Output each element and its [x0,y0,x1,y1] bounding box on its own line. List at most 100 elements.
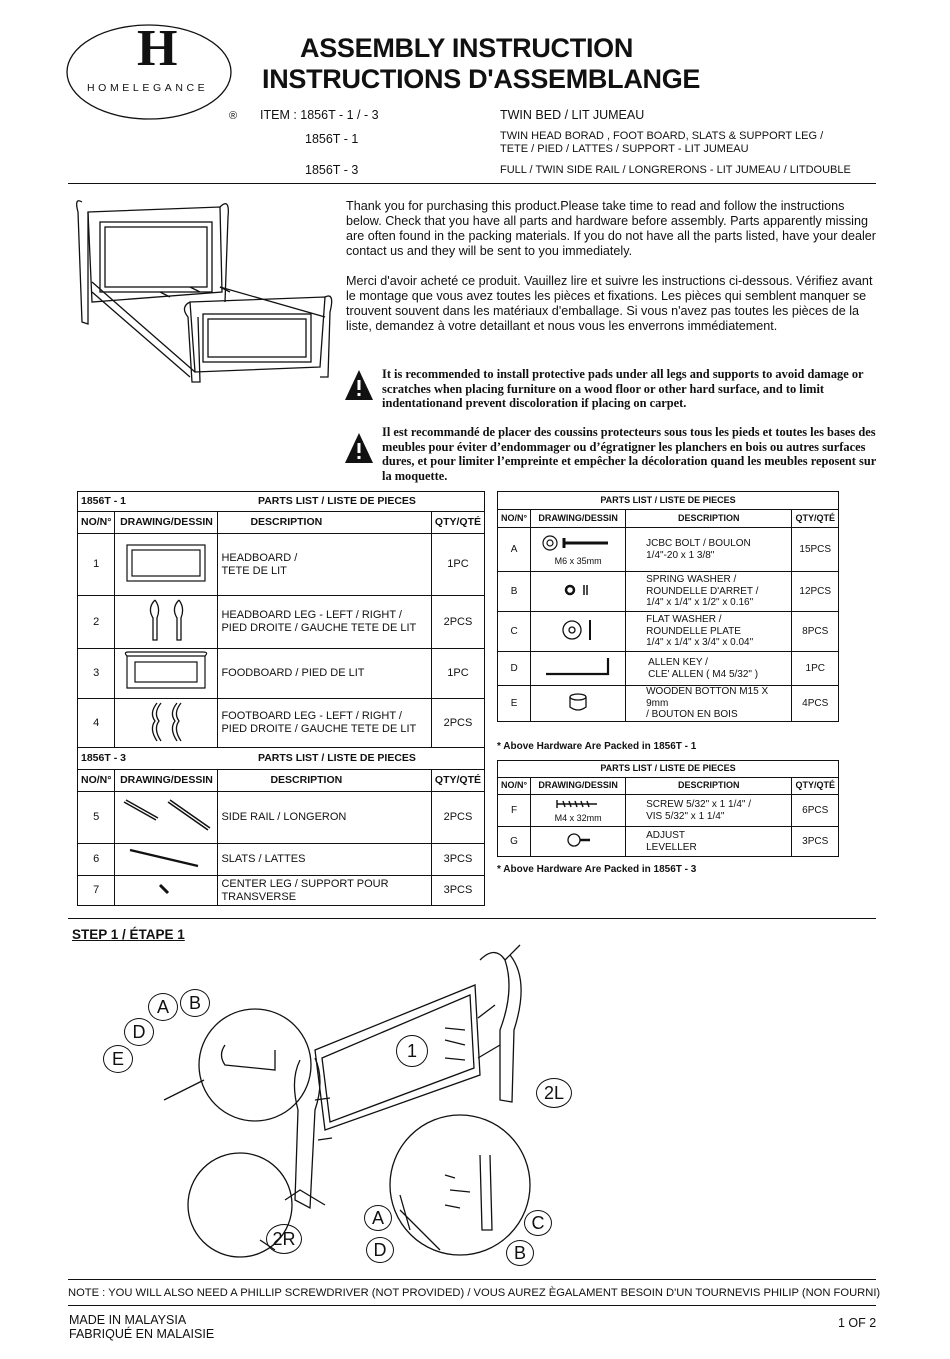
warning-icon [343,368,375,402]
col-desc: DESCRIPTION [625,777,793,795]
brand-logo: H HOMELEGANCE [65,22,233,122]
step-divider [68,918,876,919]
row-qty: 15PCS [791,527,839,572]
row-no: 5 [76,791,116,844]
step1-title: STEP 1 / ÉTAPE 1 [72,927,185,942]
title-line-1: ASSEMBLY INSTRUCTION [300,33,634,63]
col-no: NO/N° [76,511,116,534]
col-no: NO/N° [496,509,532,528]
headboard-drawing [114,533,219,596]
col-desc: DESCRIPTION [625,509,793,528]
wooden-button-drawing [530,685,627,722]
table-title: PARTS LIST / LISTE DE PIECES [258,495,416,507]
table-row: E WOODEN BOTTON M15 X 9mm / BOUTON EN BO… [496,685,839,722]
table-row: A M6 x 35mm JCBC BOLT / BOULON 1/4"-20 x… [496,527,839,572]
parts-table-1856t-3: 1856T - 3 PARTS LIST / LISTE DE PIECES N… [76,747,486,906]
callout-A: A [148,993,178,1021]
slats-drawing [114,843,219,876]
registered-mark: ® [229,110,238,122]
callout-1: 1 [396,1035,428,1067]
intro-english: Thank you for purchasing this product.Pl… [346,199,876,258]
footboard-leg-drawing [114,698,219,748]
row-qty: 1PC [791,651,839,686]
item-label: ITEM : 1856T - 1 / - 3 [260,108,379,122]
table-row: G ADJUST LEVELLER 3PCS [496,826,839,857]
row-qty: 1PC [430,648,486,699]
row-no: B [496,571,532,612]
title-line-2: INSTRUCTIONS D'ASSEMBLANGE [262,64,701,94]
row-desc: FLAT WASHER / ROUNDELLE PLATE 1/4" x 1/4… [625,611,793,652]
center-leg-drawing [114,875,219,906]
table-row: 2 HEADBOARD LEG - LEFT / RIGHT / PIED DR… [76,595,486,649]
row-qty: 3PCS [430,875,486,906]
callout-E: E [103,1045,133,1073]
row-no: E [496,685,532,722]
row-no: 6 [76,843,116,876]
sub1-code: 1856T - 1 [305,132,359,146]
callout-D: D [124,1018,154,1046]
row-no: 2 [76,595,116,649]
table-code: 1856T - 1 [81,495,126,507]
bolt-size: M6 x 35mm [554,556,602,567]
row-desc: SIDE RAIL / LONGERON [217,791,432,844]
row-desc: JCBC BOLT / BOULON 1/4"-20 x 1 3/8" [625,527,793,572]
row-qty: 8PCS [791,611,839,652]
row-qty: 12PCS [791,571,839,612]
row-no: 4 [76,698,116,748]
callout-C: C [524,1210,552,1236]
table-row: 5 SIDE RAIL / LONGERON 2PCS [76,791,486,844]
made-in-fr: FABRIQUÉ EN MALAISIE [69,1327,215,1341]
row-qty: 3PCS [430,843,486,876]
parts-table-1856t-1: 1856T - 1 PARTS LIST / LISTE DE PIECES N… [76,491,486,748]
callout-B-detail: B [506,1240,534,1266]
row-no: 3 [76,648,116,699]
row-desc: WOODEN BOTTON M15 X 9mm / BOUTON EN BOIS [625,685,793,722]
hardware1-footnote: * Above Hardware Are Packed in 1856T - 1 [497,741,697,752]
row-qty: 4PCS [791,685,839,722]
callout-2L: 2L [536,1078,572,1108]
callout-2R: 2R [266,1224,302,1254]
page-number: 1 OF 2 [838,1316,877,1330]
row-desc: SCREW 5/32" x 1 1/4" / VIS 5/32" x 1 1/4… [625,794,793,827]
row-desc: ALLEN KEY / CLE' ALLEN ( M4 5/32" ) [625,651,793,686]
footboard-drawing [114,648,219,699]
row-desc: HEADBOARD LEG - LEFT / RIGHT / PIED DROI… [217,595,432,649]
allen-key-drawing [530,651,627,686]
callout-D-detail: D [366,1237,394,1263]
row-desc: SLATS / LATTES [217,843,432,876]
row-qty: 1PC [430,533,486,596]
header-divider [68,183,876,184]
col-no: NO/N° [496,777,532,795]
row-no: 7 [76,875,116,906]
table-title: PARTS LIST / LISTE DE PIECES [497,491,839,510]
col-drawing: DRAWING/DESSIN [530,777,627,795]
spring-washer-drawing [530,571,627,612]
row-desc: HEADBOARD / TETE DE LIT [217,533,432,596]
col-qty: QTY/QTÉ [430,511,486,534]
warning-icon-fr [343,431,375,465]
table-row: 3 FOODBOARD / PIED DE LIT 1PC [76,648,486,699]
row-qty: 2PCS [430,595,486,649]
row-no: 1 [76,533,116,596]
col-desc: DESCRIPTION [217,511,432,534]
table-row: 6 SLATS / LATTES 3PCS [76,843,486,876]
side-rail-drawing [114,791,219,844]
table-row: F M4 x 32mm SCREW 5/32" x 1 1/4" / VIS 5… [496,794,839,827]
hardware-table-1856t-3: PARTS LIST / LISTE DE PIECES NO/N° DRAWI… [496,760,839,857]
row-no: G [496,826,532,857]
warning-english: It is recommended to install protective … [382,367,864,411]
col-desc: DESCRIPTION [217,769,432,792]
col-drawing: DRAWING/DESSIN [114,769,219,792]
row-qty: 3PCS [791,826,839,857]
row-no: F [496,794,532,827]
col-no: NO/N° [76,769,116,792]
row-desc: FOOTBOARD LEG - LEFT / RIGHT / PIED DROI… [217,698,432,748]
headboard-leg-drawing [114,595,219,649]
callout-A-detail: A [364,1205,392,1231]
intro-french: Merci d'avoir acheté ce produit. Vauille… [346,274,873,333]
row-qty: 2PCS [430,791,486,844]
callout-B: B [180,989,210,1017]
screw-drawing: M4 x 32mm [530,794,627,827]
logo-text: HOMELEGANCE [87,82,209,94]
screwdriver-note: NOTE : YOU WILL ALSO NEED A PHILLIP SCRE… [68,1287,881,1299]
